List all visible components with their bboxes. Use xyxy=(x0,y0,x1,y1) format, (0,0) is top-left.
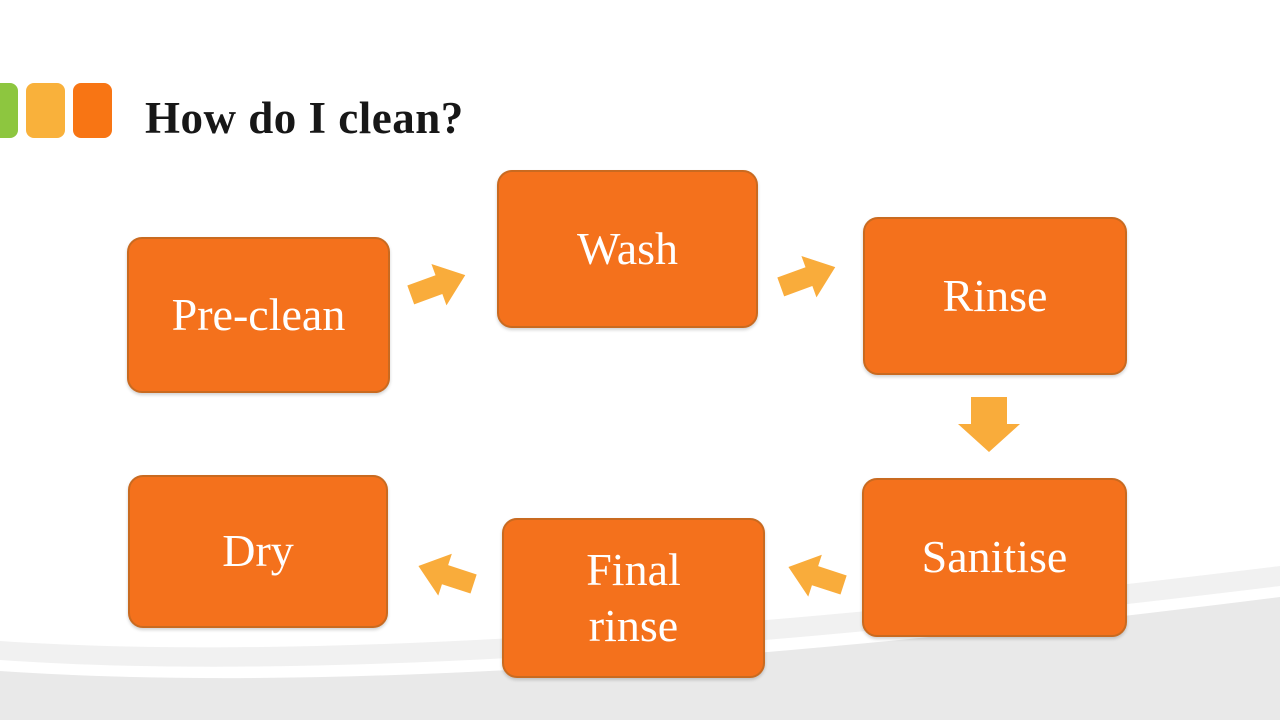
slide-title: How do I clean? xyxy=(145,93,464,143)
step-box-final-rinse: Final rinse xyxy=(502,518,765,678)
step-label-pre-clean: Pre-clean xyxy=(171,288,346,340)
step-box-rinse: Rinse xyxy=(863,217,1127,375)
swoosh-main-band xyxy=(0,597,1280,720)
step-box-sanitise: Sanitise xyxy=(862,478,1127,637)
step-label-wash: Wash xyxy=(576,222,679,274)
step-box-dry: Dry xyxy=(128,475,388,628)
accent-square-orange-icon xyxy=(73,83,112,138)
step-label-rinse: Rinse xyxy=(942,269,1048,321)
step-box-wash: Wash xyxy=(497,170,758,328)
accent-square-amber-icon xyxy=(26,83,65,138)
arrow-wash-to-rinse-icon xyxy=(777,255,836,298)
step-label-dry: Dry xyxy=(222,525,294,577)
arrow-sanitise-to-final-rinse-icon xyxy=(788,554,847,597)
arrow-final-rinse-to-dry-icon xyxy=(418,553,477,596)
step-label-sanitise: Sanitise xyxy=(921,531,1068,583)
accent-square-green-icon xyxy=(0,83,18,138)
arrow-rinse-to-sanitise-icon xyxy=(958,397,1020,452)
step-box-pre-clean: Pre-clean xyxy=(127,237,390,393)
arrow-pre-clean-to-wash-icon xyxy=(407,263,466,306)
step-label-final-rinse: Final rinse xyxy=(586,543,681,651)
